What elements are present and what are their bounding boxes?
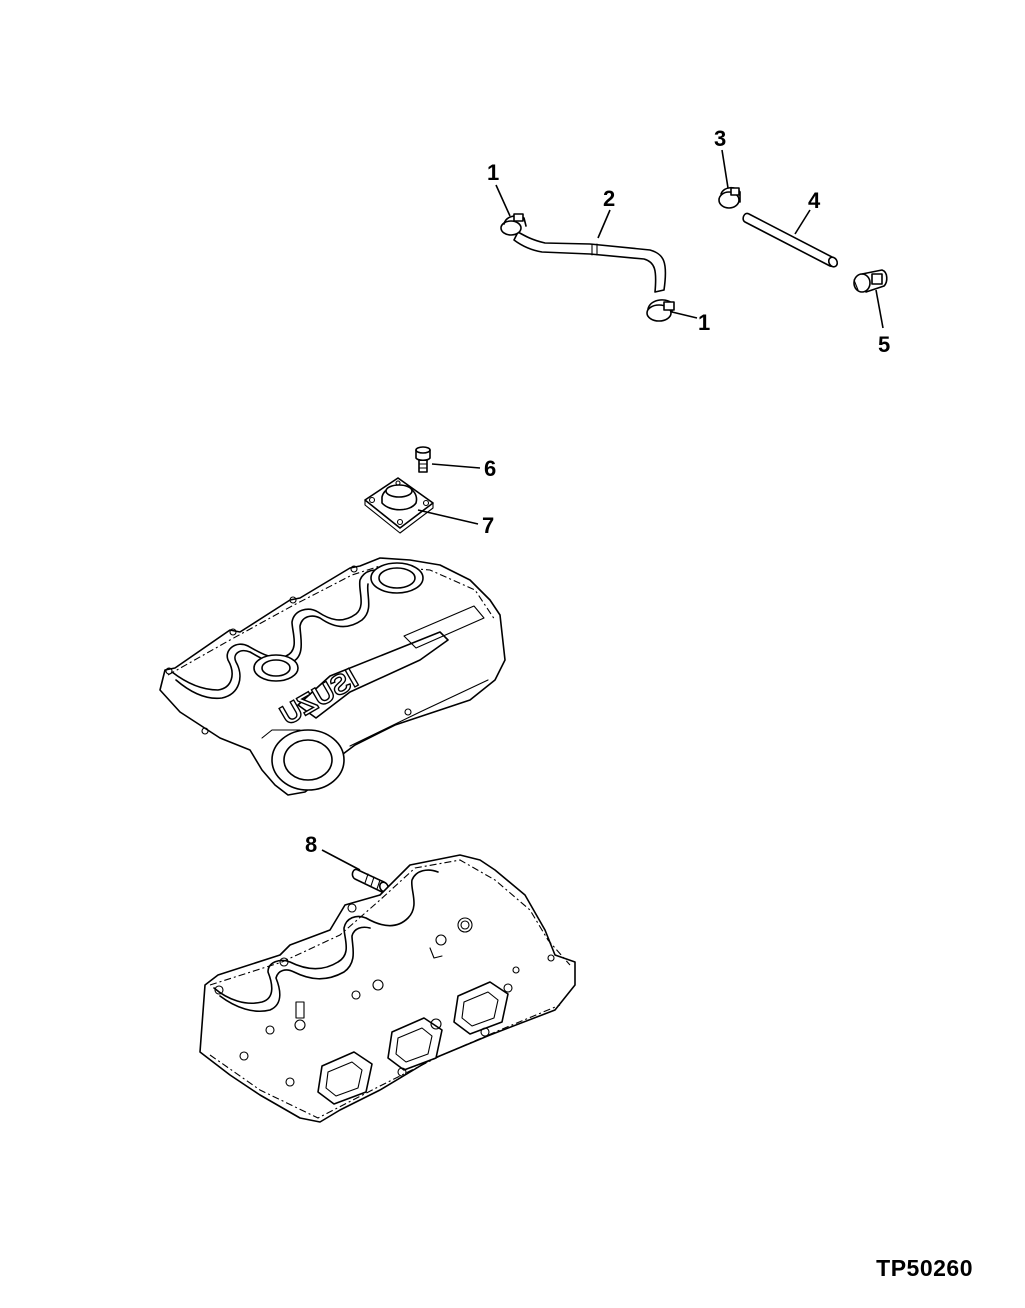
hose-clamp-bottom xyxy=(646,299,675,322)
callout-1a: 1 xyxy=(487,160,499,185)
callout-6: 6 xyxy=(484,456,496,481)
callout-4: 4 xyxy=(808,188,821,213)
callout-8: 8 xyxy=(305,832,317,857)
hose-clamp-top xyxy=(500,213,527,236)
tube-clamp-top xyxy=(718,186,741,209)
callout-2: 2 xyxy=(603,186,615,211)
breather-hose xyxy=(513,231,667,293)
cap-screw xyxy=(415,446,431,473)
callouts: 1 1 2 3 4 5 6 7 8 xyxy=(305,126,890,857)
callout-5: 5 xyxy=(878,332,890,357)
stud xyxy=(351,868,389,893)
callout-7: 7 xyxy=(482,513,494,538)
breather-tube-assembly xyxy=(718,186,888,293)
breather-tube xyxy=(742,212,836,268)
oil-filler-cover xyxy=(364,477,434,534)
callout-3: 3 xyxy=(714,126,726,151)
cylinder-head xyxy=(199,854,576,1123)
drawing-code: TP50260 xyxy=(876,1255,973,1281)
valve-cover: ISUZU xyxy=(159,557,506,796)
leader-lines xyxy=(321,149,884,871)
callout-1b: 1 xyxy=(698,310,710,335)
breather-hose-assembly xyxy=(500,213,675,322)
tube-clamp-bottom xyxy=(853,269,888,293)
